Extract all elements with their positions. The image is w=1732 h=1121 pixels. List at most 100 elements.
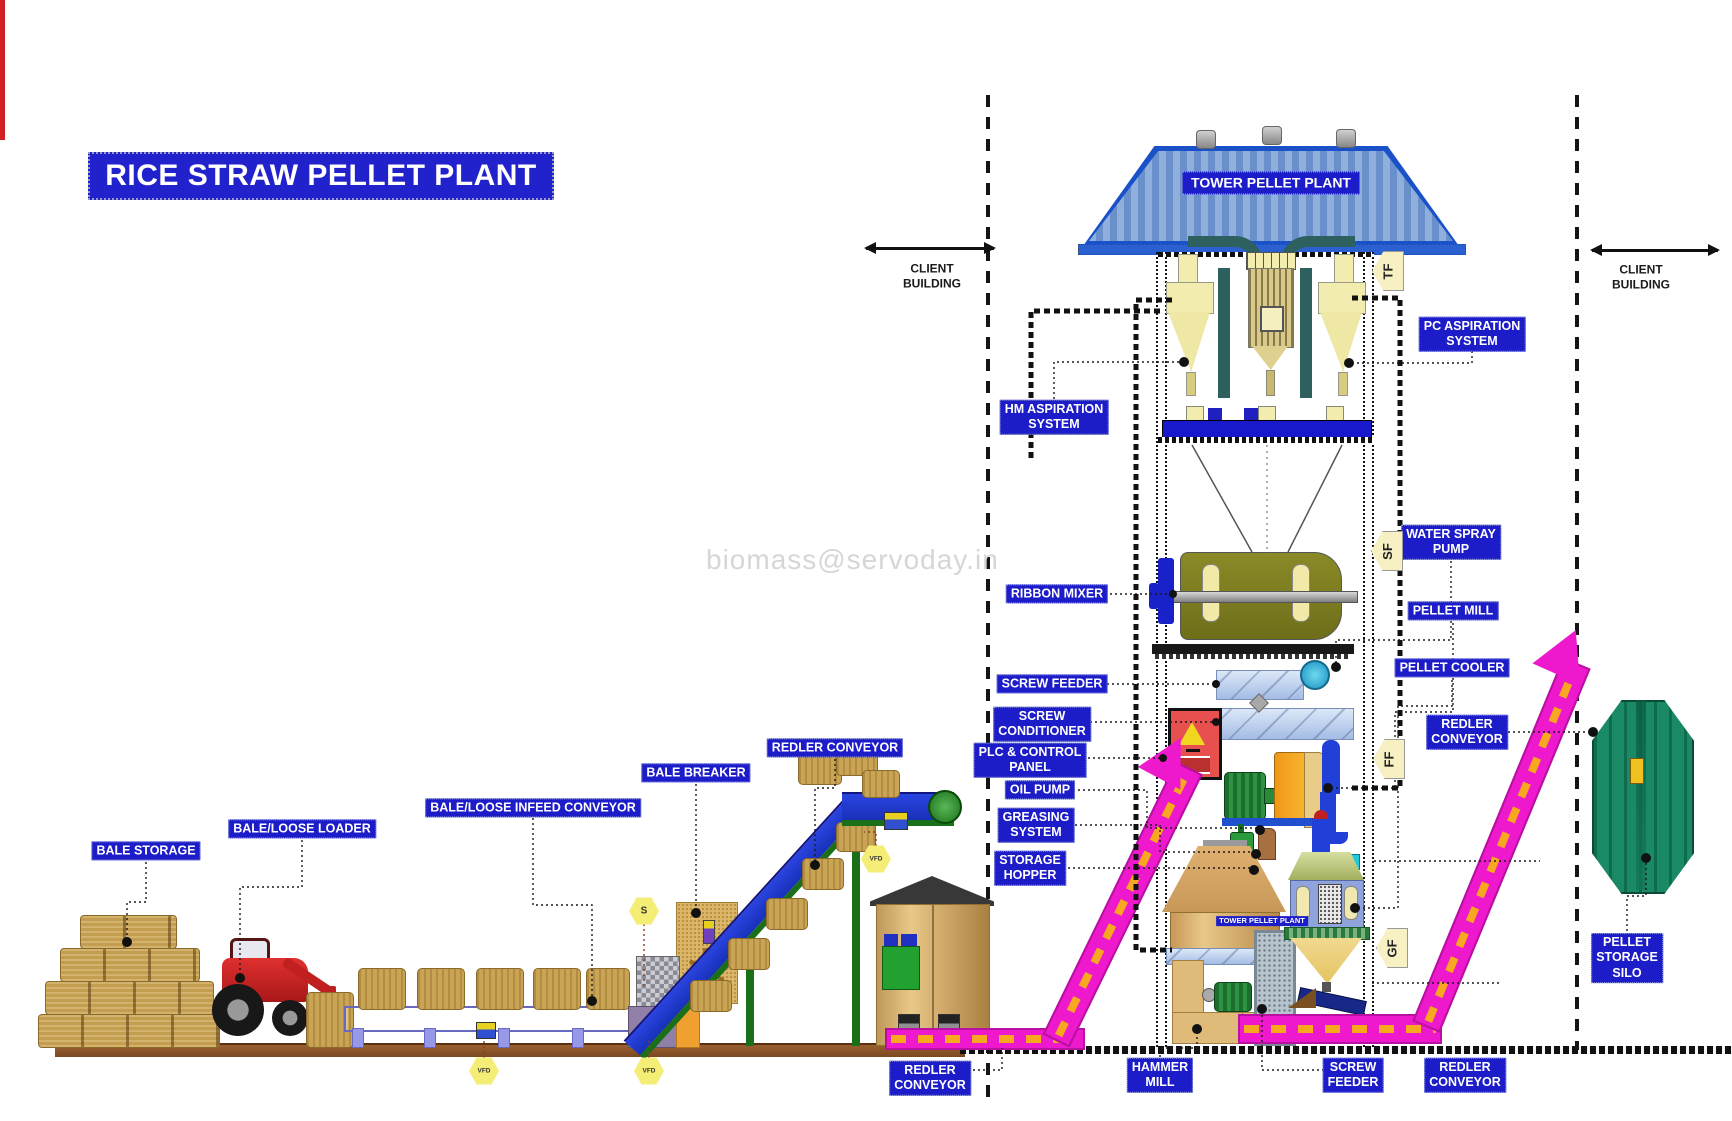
client-extent-arrow-left (864, 242, 996, 254)
tractor-front-wheel (272, 1000, 308, 1036)
label-greasing-system: GREASING SYSTEM (997, 807, 1075, 843)
building-divider (932, 904, 934, 1044)
cooler-roof (1288, 852, 1364, 880)
bale-at-head (862, 770, 900, 798)
building-equipment-green (882, 946, 920, 990)
label-redler-conveyor-bottom-left: REDLER CONVEYOR (889, 1060, 971, 1096)
pc-cyclone-outlet (1338, 372, 1348, 396)
label-redler-conveyor-right: REDLER CONVEYOR (1426, 714, 1508, 750)
conveyor-leg (352, 1028, 364, 1048)
label-client-building-right: CLIENT BUILDING (1612, 262, 1670, 291)
elevator-head-motor (884, 812, 908, 830)
water-spray-pump-unit (1300, 660, 1330, 690)
label-tower-pellet-plant-roof: TOWER PELLET PLANT (1182, 171, 1360, 195)
pc-cyclone-cone (1320, 312, 1362, 372)
ground-strip (55, 1043, 965, 1057)
label-bale-storage: BALE STORAGE (91, 841, 201, 861)
storage-hopper-cap (1203, 840, 1247, 847)
plc-warning-triangle (1179, 722, 1205, 745)
label-bale-loose-infeed-conveyor: BALE/LOOSE INFEED CONVEYOR (425, 798, 641, 818)
bale-on-elevator (802, 858, 844, 890)
cooler-lattice (1318, 884, 1342, 924)
airlock-motor (1208, 408, 1222, 420)
pellet-mill-motor (1224, 772, 1266, 820)
label-client-building-left: CLIENT BUILDING (903, 261, 961, 290)
label-plc-control-panel: PLC & CONTROL PANEL (973, 742, 1087, 778)
cooler-cone (1290, 938, 1362, 984)
badge-gf: GF (1376, 928, 1408, 968)
platform-hatch-line (1158, 437, 1374, 443)
elevator-support-post (746, 950, 754, 1046)
badge-vfd-3: VFD (861, 845, 891, 873)
bale-breaker-motor (703, 920, 715, 944)
badge-tf: TF (1372, 251, 1404, 291)
label-screw-feeder: SCREW FEEDER (996, 674, 1108, 694)
aspiration-duct-drop-right (1300, 268, 1312, 398)
bale-on-conveyor (358, 968, 406, 1010)
roof-vent (1336, 129, 1356, 148)
label-bale-loose-loader: BALE/LOOSE LOADER (228, 819, 376, 839)
building-equipment-blue (884, 934, 898, 946)
bale-on-elevator (728, 938, 770, 970)
cooler-feed-cap (1314, 810, 1328, 819)
label-redler-conveyor-bottom-right: REDLER CONVEYOR (1424, 1057, 1506, 1093)
bale-on-conveyor (417, 968, 465, 1010)
bale-on-elevator (690, 980, 732, 1012)
badge-ff: FF (1373, 739, 1405, 779)
client-boundary-right (1575, 95, 1579, 1050)
hm-cyclone-cone (1168, 312, 1210, 372)
label-pellet-cooler: PELLET COOLER (1394, 658, 1510, 678)
client-extent-arrow-right (1590, 244, 1720, 256)
conveyor-drive-motor (476, 1022, 496, 1039)
redler-conveyor-incline-right (1412, 657, 1591, 1033)
pc-cyclone-body (1318, 282, 1366, 314)
roof-vent (1196, 130, 1216, 149)
bale-storage-pile-row (60, 948, 200, 982)
tractor-rear-wheel (212, 984, 264, 1036)
label-storage-hopper: STORAGE HOPPER (994, 850, 1066, 886)
label-water-spray-pump: WATER SPRAY PUMP (1401, 524, 1501, 560)
badge-vfd-2: VFD (634, 1057, 664, 1085)
loaded-bale (306, 992, 354, 1048)
bag-filter-cone (1252, 346, 1288, 370)
redler-arrowhead-right (1532, 619, 1600, 685)
hammer-mill-motor (1214, 982, 1252, 1012)
bale-storage-pile (38, 1014, 220, 1048)
label-bale-breaker: BALE BREAKER (641, 763, 751, 783)
page-edge-mark (0, 0, 5, 140)
cooler-window (1344, 886, 1358, 920)
straw-storage-building-roof (870, 876, 994, 906)
label-hm-aspiration-system: HM ASPIRATION SYSTEM (999, 399, 1109, 435)
label-redler-conveyor-top: REDLER CONVEYOR (766, 738, 904, 758)
bag-filter-window (1260, 306, 1284, 332)
mixer-gearbox (1158, 558, 1174, 624)
label-pellet-mill: PELLET MILL (1407, 601, 1499, 621)
bag-filter-stem (1266, 370, 1275, 396)
elevator-support-post (852, 826, 860, 1046)
badge-vfd-1: VFD (469, 1057, 499, 1085)
redler-conveyor-horizontal-right (1238, 1014, 1442, 1044)
hm-cyclone-outlet (1186, 372, 1196, 396)
building-equipment-blue (901, 934, 917, 946)
elevator-head-pulley (928, 790, 962, 824)
badge-sf: SF (1371, 531, 1403, 571)
aspiration-duct-drop-left (1218, 268, 1230, 398)
mixer-shaft (1168, 591, 1358, 603)
label-oil-pump: OIL PUMP (1004, 780, 1076, 800)
label-screw-conditioner: SCREW CONDITIONER (993, 706, 1091, 742)
silo-door (1630, 758, 1644, 784)
label-hammer-mill: HAMMER MILL (1126, 1057, 1194, 1093)
label-tower-pellet-plant-small: TOWER PELLET PLANT (1216, 916, 1308, 926)
conveyor-leg (498, 1028, 510, 1048)
label-pc-aspiration-system: PC ASPIRATION SYSTEM (1418, 316, 1526, 352)
bale-storage-pile-row (80, 915, 177, 949)
bale-on-conveyor (586, 968, 630, 1010)
label-pellet-storage-silo: PELLET STORAGE SILO (1591, 933, 1663, 983)
airlock-motor (1244, 408, 1258, 420)
bag-filter-header (1246, 252, 1296, 270)
infeed-conveyor (344, 1006, 682, 1032)
oil-drum (1258, 828, 1276, 860)
mill-feed-pipe (1322, 740, 1340, 794)
bale-on-elevator (766, 898, 808, 930)
